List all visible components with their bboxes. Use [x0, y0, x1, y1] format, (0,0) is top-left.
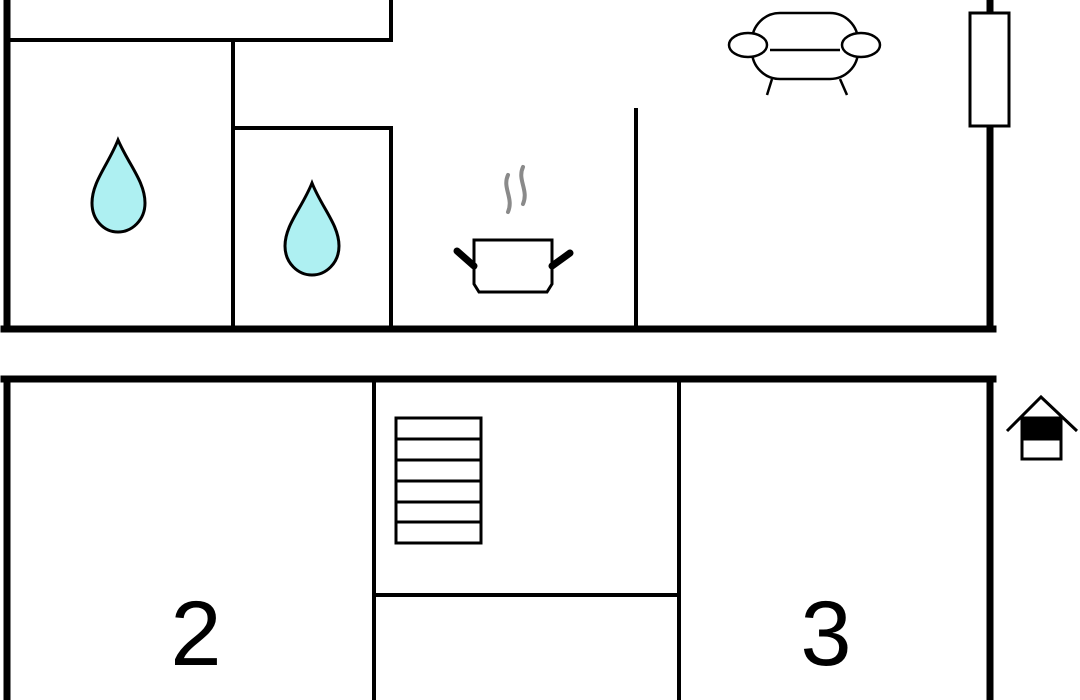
cooking-pot-icon [453, 165, 574, 294]
upper-top-room-wall [5, 0, 393, 42]
water-drop-icon [90, 136, 147, 234]
lower-floor [0, 375, 997, 700]
sofa-icon [727, 11, 882, 96]
staircase-icon [394, 416, 483, 545]
room-label-3: 3 [800, 583, 851, 685]
radiator-icon [968, 11, 1011, 128]
house-entrance-icon [1005, 394, 1079, 461]
small-bathroom-wall [231, 126, 393, 329]
room-label-2: 2 [170, 583, 221, 685]
water-drop-icon [283, 178, 341, 277]
